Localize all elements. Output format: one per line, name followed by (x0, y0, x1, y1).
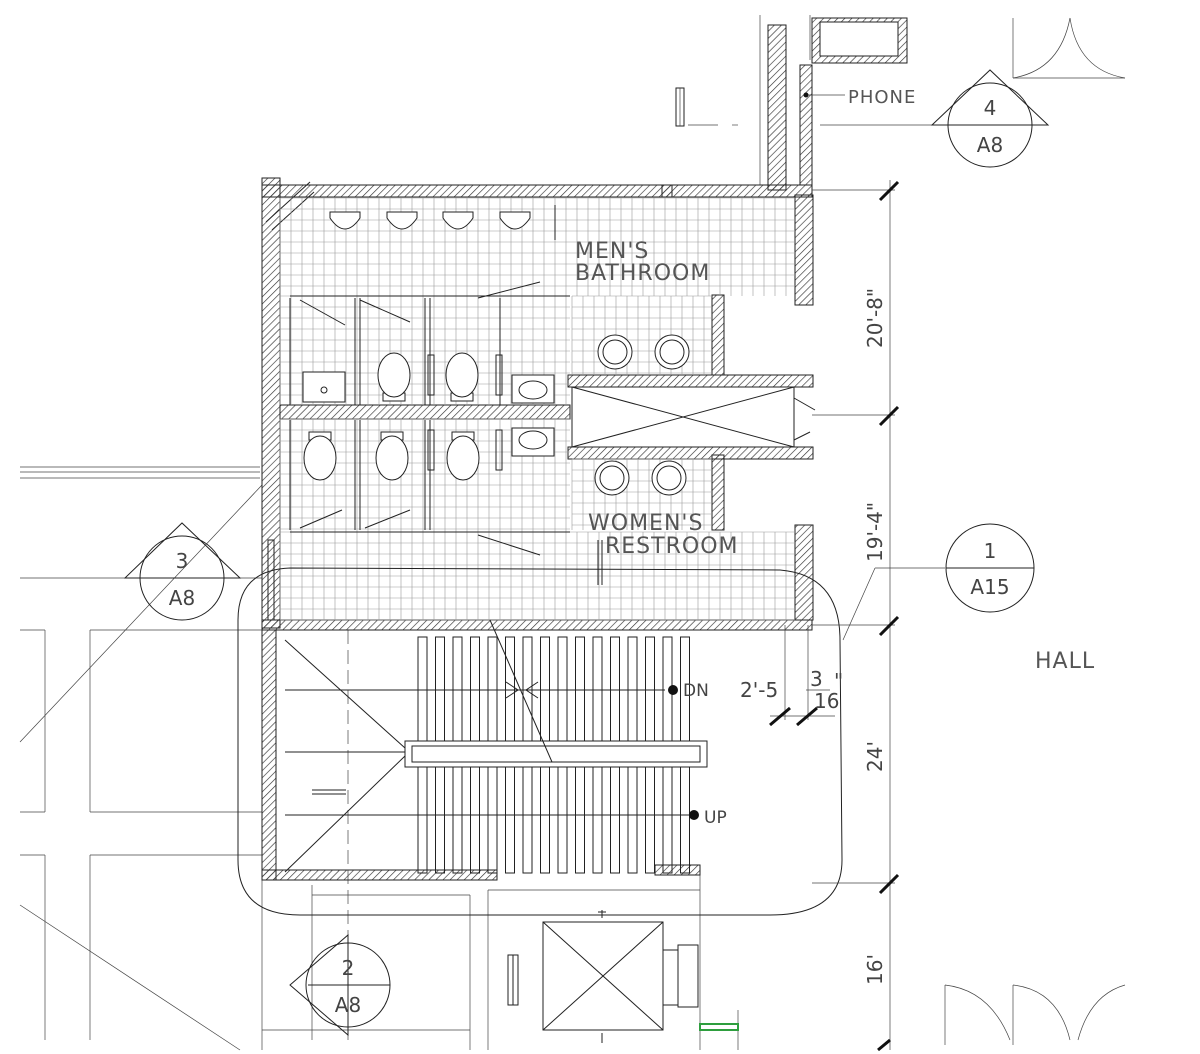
stair-tread-lower (505, 766, 515, 874)
dimension-lines (769, 94, 945, 1052)
dimension-19-4: 19'-4" (863, 502, 887, 562)
stair-up-marker (689, 810, 699, 820)
stair-tread-upper (505, 636, 515, 742)
stair-tread-lower (592, 766, 603, 874)
phone-label: PHONE (848, 87, 916, 108)
stair-tread-lower (680, 766, 690, 874)
stair-tread-upper (575, 636, 585, 742)
urinals (329, 211, 531, 230)
stair-structure (284, 619, 708, 873)
stair-tread-lower (627, 766, 638, 874)
stair-down-label: DN (683, 681, 709, 701)
grab-bars (427, 354, 503, 471)
womens-room-label-1: WOMEN'S (588, 511, 703, 536)
toilets (303, 352, 480, 481)
elevator (507, 910, 699, 1043)
dimension-2-5-den: 16 (814, 689, 839, 713)
sinks (302, 334, 690, 496)
callout-2-sheet: A8 (335, 993, 361, 1017)
stair-tread-upper (417, 636, 428, 742)
stair-tread-upper (592, 636, 603, 742)
dimension-16: 16' (863, 954, 887, 985)
stair-tread-lower (417, 766, 428, 874)
stair-tread-lower (452, 766, 463, 874)
stair-tread-upper (487, 636, 498, 742)
stair-tread-lower (540, 766, 550, 874)
callout-3-number: 3 (176, 549, 189, 573)
callout-2: 2 A8 (289, 933, 391, 1037)
stair-tread-upper (435, 636, 445, 742)
stair-tread-lower (662, 766, 673, 874)
callout-3: 3 A8 (123, 522, 242, 621)
dimension-2-5-suffix: " (834, 669, 843, 693)
stair-tread-lower (487, 766, 498, 874)
stair-tread-lower (645, 766, 655, 874)
stair-tread-lower (522, 766, 533, 874)
mens-room-label-1: MEN'S (575, 239, 649, 264)
stair-tread-upper (627, 636, 638, 742)
hall-label: HALL (1035, 649, 1095, 674)
stair-tread-lower (575, 766, 585, 874)
stair-tread-upper (610, 636, 620, 742)
stair-tread-lower (610, 766, 620, 874)
womens-floor-tiles (279, 418, 795, 621)
callout-1-number: 1 (984, 539, 997, 563)
callout-2-number: 2 (342, 956, 355, 980)
callout-1-sheet: A15 (970, 575, 1009, 599)
context-linework (19, 15, 1126, 1051)
revision-cloud (237, 567, 843, 916)
stair-tread-upper (452, 636, 463, 742)
callout-4: 4 A8 (930, 69, 1050, 168)
dimension-20-8: 20'-8" (863, 288, 887, 348)
callout-4-number: 4 (984, 96, 997, 120)
stair-tread-upper (645, 636, 655, 742)
callout-4-sheet: A8 (977, 133, 1003, 157)
exit-sign (699, 1023, 739, 1031)
dimension-24: 24' (863, 741, 887, 772)
stair-tread-upper (557, 636, 568, 742)
callout-1: 1 A15 (945, 523, 1035, 613)
building-walls (261, 17, 908, 881)
stair-treads (417, 636, 690, 874)
phone-leader-dot (803, 92, 809, 98)
dimension-2-5-main: 2'-5 (740, 678, 778, 702)
dimension-2-5-num: 3 (810, 667, 823, 691)
stair-tread-lower (470, 766, 480, 874)
womens-room-label-2: RESTROOM (605, 534, 739, 559)
callout-3-sheet: A8 (169, 586, 195, 610)
stair-tread-upper (470, 636, 480, 742)
stair-up-label: UP (704, 808, 727, 828)
mens-room-label-2: BATHROOM (575, 261, 710, 286)
stair-down-marker (668, 685, 678, 695)
stair-tread-lower (435, 766, 445, 874)
stair-tread-lower (557, 766, 568, 874)
toilet-stalls (289, 205, 603, 585)
stair-tread-upper (540, 636, 550, 742)
plumbing-chase (571, 386, 816, 448)
